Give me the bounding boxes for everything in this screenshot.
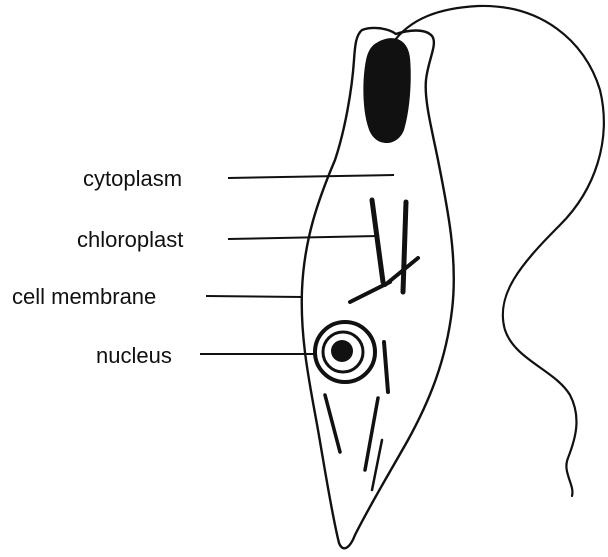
nucleus	[315, 322, 375, 382]
leader-line-cytoplasm	[228, 175, 394, 178]
chloroplast-strand	[325, 395, 340, 452]
label-cytoplasm: cytoplasm	[83, 168, 182, 190]
eyespot	[363, 38, 410, 143]
leader-line-chloroplast	[228, 236, 378, 239]
flagellum	[392, 6, 604, 496]
chloroplast-strand	[372, 440, 382, 490]
chloroplast-strand	[372, 200, 383, 282]
label-cell-membrane: cell membrane	[12, 286, 156, 308]
chloroplast-strand	[403, 202, 406, 292]
leader-line-cell-membrane	[206, 296, 302, 297]
chloroplast-strand	[350, 282, 390, 302]
label-nucleus: nucleus	[96, 345, 172, 367]
chloroplast-strand	[365, 398, 378, 470]
chloroplast-strand	[384, 342, 388, 392]
label-chloroplast: chloroplast	[77, 229, 183, 251]
nucleolus	[331, 340, 353, 362]
